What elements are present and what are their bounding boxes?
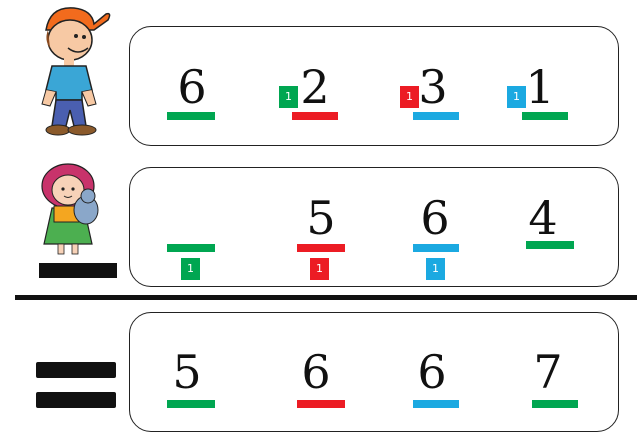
- row2-underline-green: [167, 244, 215, 252]
- girl-figure: [30, 160, 110, 260]
- result-underline-green-ones: [532, 400, 578, 408]
- result-digit-hundreds: 6: [286, 349, 346, 395]
- row2-underline-red: [297, 244, 345, 252]
- row2-carry-blue: 1: [426, 258, 445, 280]
- result-digit-tens: 6: [402, 349, 462, 395]
- row2-digit-hundreds: 5: [291, 195, 351, 241]
- row1-digit-hundreds: 2: [285, 64, 345, 110]
- equals-sign-icon: [36, 362, 116, 410]
- equals-bottom-bar: [36, 392, 116, 408]
- equals-top-bar: [36, 362, 116, 378]
- row2-underline-blue: [413, 244, 459, 252]
- row1-digit-ones: 1: [510, 64, 570, 110]
- row1-digit-tens: 3: [403, 64, 463, 110]
- row2-carry-green: 1: [181, 258, 200, 280]
- boy-figure: [28, 0, 118, 140]
- girl-with-teddy-icon: [30, 160, 110, 260]
- row2-digit-tens: 6: [405, 195, 465, 241]
- row2-digit-ones: 4: [513, 195, 573, 241]
- result-underline-green: [167, 400, 215, 408]
- result-underline-blue: [413, 400, 459, 408]
- row1-digit-thousands: 6: [162, 64, 222, 110]
- sum-divider-line: [15, 295, 637, 300]
- boy-cartoon-icon: [28, 0, 118, 140]
- row1-underline-blue: [413, 112, 459, 120]
- result-digit-ones: 7: [518, 349, 578, 395]
- row1-underline-green-ones: [522, 112, 568, 120]
- row2-carry-red: 1: [310, 258, 329, 280]
- result-digit-thousands: 5: [157, 349, 217, 395]
- row1-underline-red: [292, 112, 338, 120]
- girl-stand: [39, 263, 117, 278]
- row2-underline-green-ones: [526, 241, 574, 249]
- result-underline-red: [297, 400, 345, 408]
- row1-underline-green: [167, 112, 215, 120]
